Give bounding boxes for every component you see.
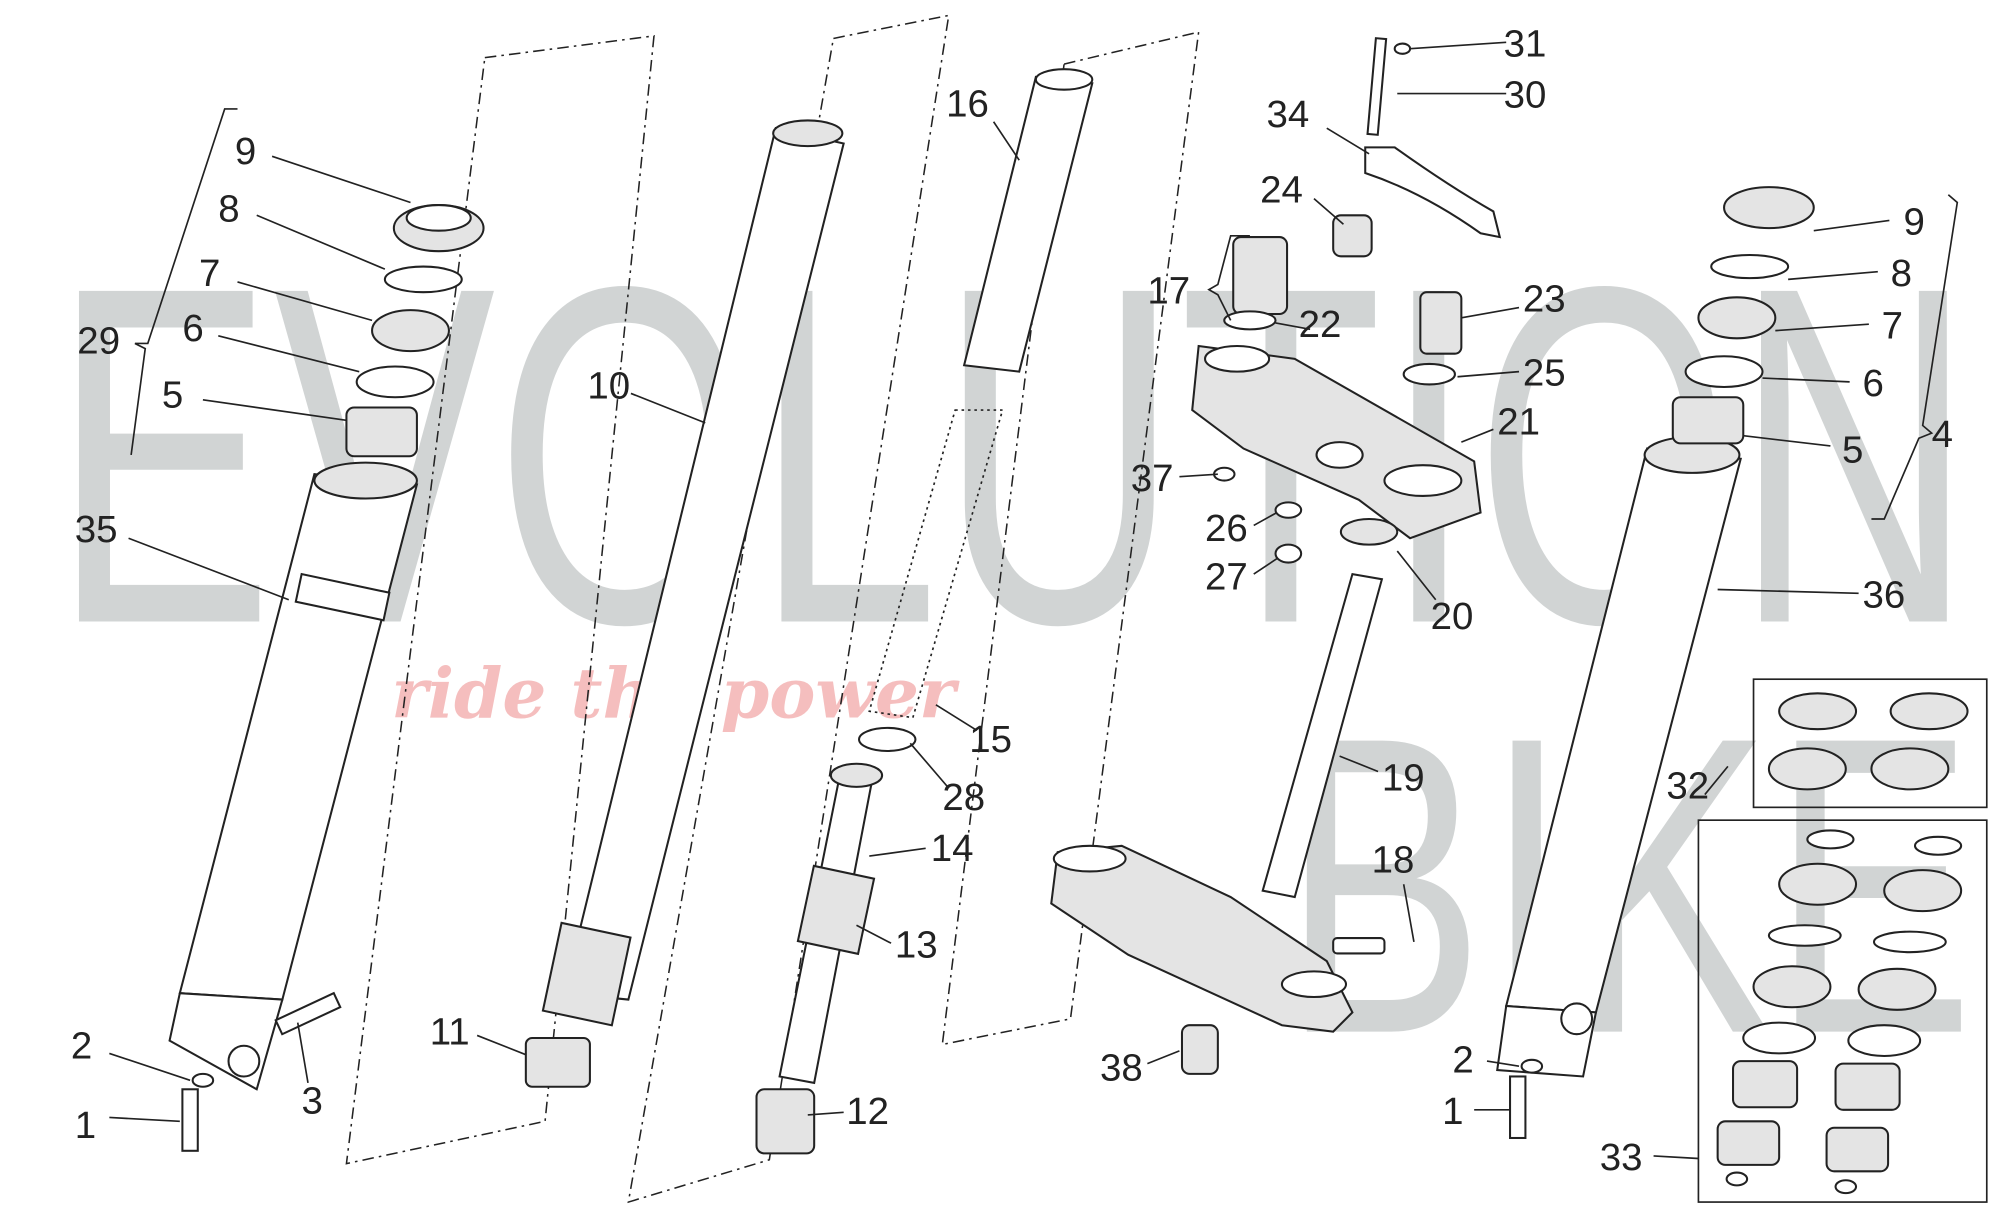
bush-12: [755, 1088, 816, 1155]
callout-32: 32: [1666, 764, 1709, 807]
callout-30: 30: [1504, 74, 1547, 117]
callout-24: 24: [1260, 168, 1303, 211]
callout-12: 12: [846, 1090, 889, 1133]
callout-17: 17: [1147, 270, 1190, 313]
callout-5-right: 5: [1842, 429, 1863, 472]
callout-36: 36: [1862, 573, 1905, 616]
callout-25: 25: [1523, 352, 1566, 395]
callout-37: 37: [1131, 457, 1174, 500]
right-seal-stack: [1671, 186, 1815, 445]
callout-13: 13: [895, 923, 938, 966]
callout-3: 3: [302, 1080, 323, 1123]
callout-5: 5: [162, 374, 183, 417]
kit-contents: [1716, 692, 1969, 1195]
callout-11: 11: [430, 1010, 470, 1053]
callout-8: 8: [218, 188, 239, 231]
callout-31: 31: [1504, 22, 1547, 65]
left-fork-leg: [168, 461, 419, 1091]
callout-4: 4: [1932, 413, 1953, 456]
callout-6: 6: [182, 307, 203, 350]
kit-box-33: [1697, 819, 1988, 1203]
callout-labels: 1 1 2 2 3 4 5 5 6 6 7 7 8 8 9 9 10 11 12…: [71, 22, 1953, 1179]
callout-20: 20: [1431, 595, 1474, 638]
callout-7-right: 7: [1882, 304, 1903, 347]
group-outline-12-15: [627, 14, 950, 1204]
callout-16: 16: [946, 83, 989, 126]
inner-tube: [524, 119, 845, 1088]
top-yoke: [1191, 344, 1482, 540]
right-fork-leg: [1496, 435, 1743, 1078]
callout-1-right: 1: [1442, 1090, 1463, 1133]
callout-28: 28: [942, 776, 985, 819]
callout-33: 33: [1600, 1136, 1643, 1179]
callout-18: 18: [1372, 839, 1415, 882]
callout-9: 9: [235, 130, 256, 173]
callout-23: 23: [1523, 277, 1566, 320]
callout-10: 10: [587, 365, 630, 408]
kit-box-32: [1752, 678, 1988, 809]
callout-19: 19: [1382, 757, 1425, 800]
callout-14: 14: [931, 827, 974, 870]
callout-7: 7: [199, 252, 220, 295]
brace-4: [1871, 194, 1959, 520]
callout-27: 27: [1205, 555, 1248, 598]
callout-29: 29: [77, 320, 120, 363]
callout-1: 1: [75, 1104, 96, 1147]
bottom-yoke: [1050, 844, 1354, 1033]
callout-38: 38: [1100, 1046, 1143, 1089]
bolt-23: [1419, 291, 1463, 355]
group-outline-16: [941, 31, 1200, 1046]
steering-stem: [1261, 572, 1384, 899]
callout-34: 34: [1267, 93, 1310, 136]
callout-35: 35: [75, 508, 118, 551]
callout-8-right: 8: [1891, 252, 1912, 295]
callout-9-right: 9: [1903, 201, 1924, 244]
callout-2-right: 2: [1452, 1039, 1473, 1082]
callout-22: 22: [1299, 303, 1342, 346]
callout-26: 26: [1205, 507, 1248, 550]
fork-spring: [868, 409, 1004, 719]
callout-21: 21: [1497, 400, 1540, 443]
callout-6-right: 6: [1862, 362, 1883, 405]
brace-29: [130, 108, 238, 456]
leader-lines: [109, 41, 1890, 1160]
group-outline-10-11: [345, 34, 655, 1165]
cap-17: [1232, 236, 1289, 315]
callout-15: 15: [969, 718, 1012, 761]
callout-2: 2: [71, 1025, 92, 1068]
ring-28: [858, 726, 917, 752]
clamp-34: [1364, 146, 1502, 239]
brace-17: [1207, 234, 1250, 321]
left-seal-stack: [345, 204, 485, 458]
